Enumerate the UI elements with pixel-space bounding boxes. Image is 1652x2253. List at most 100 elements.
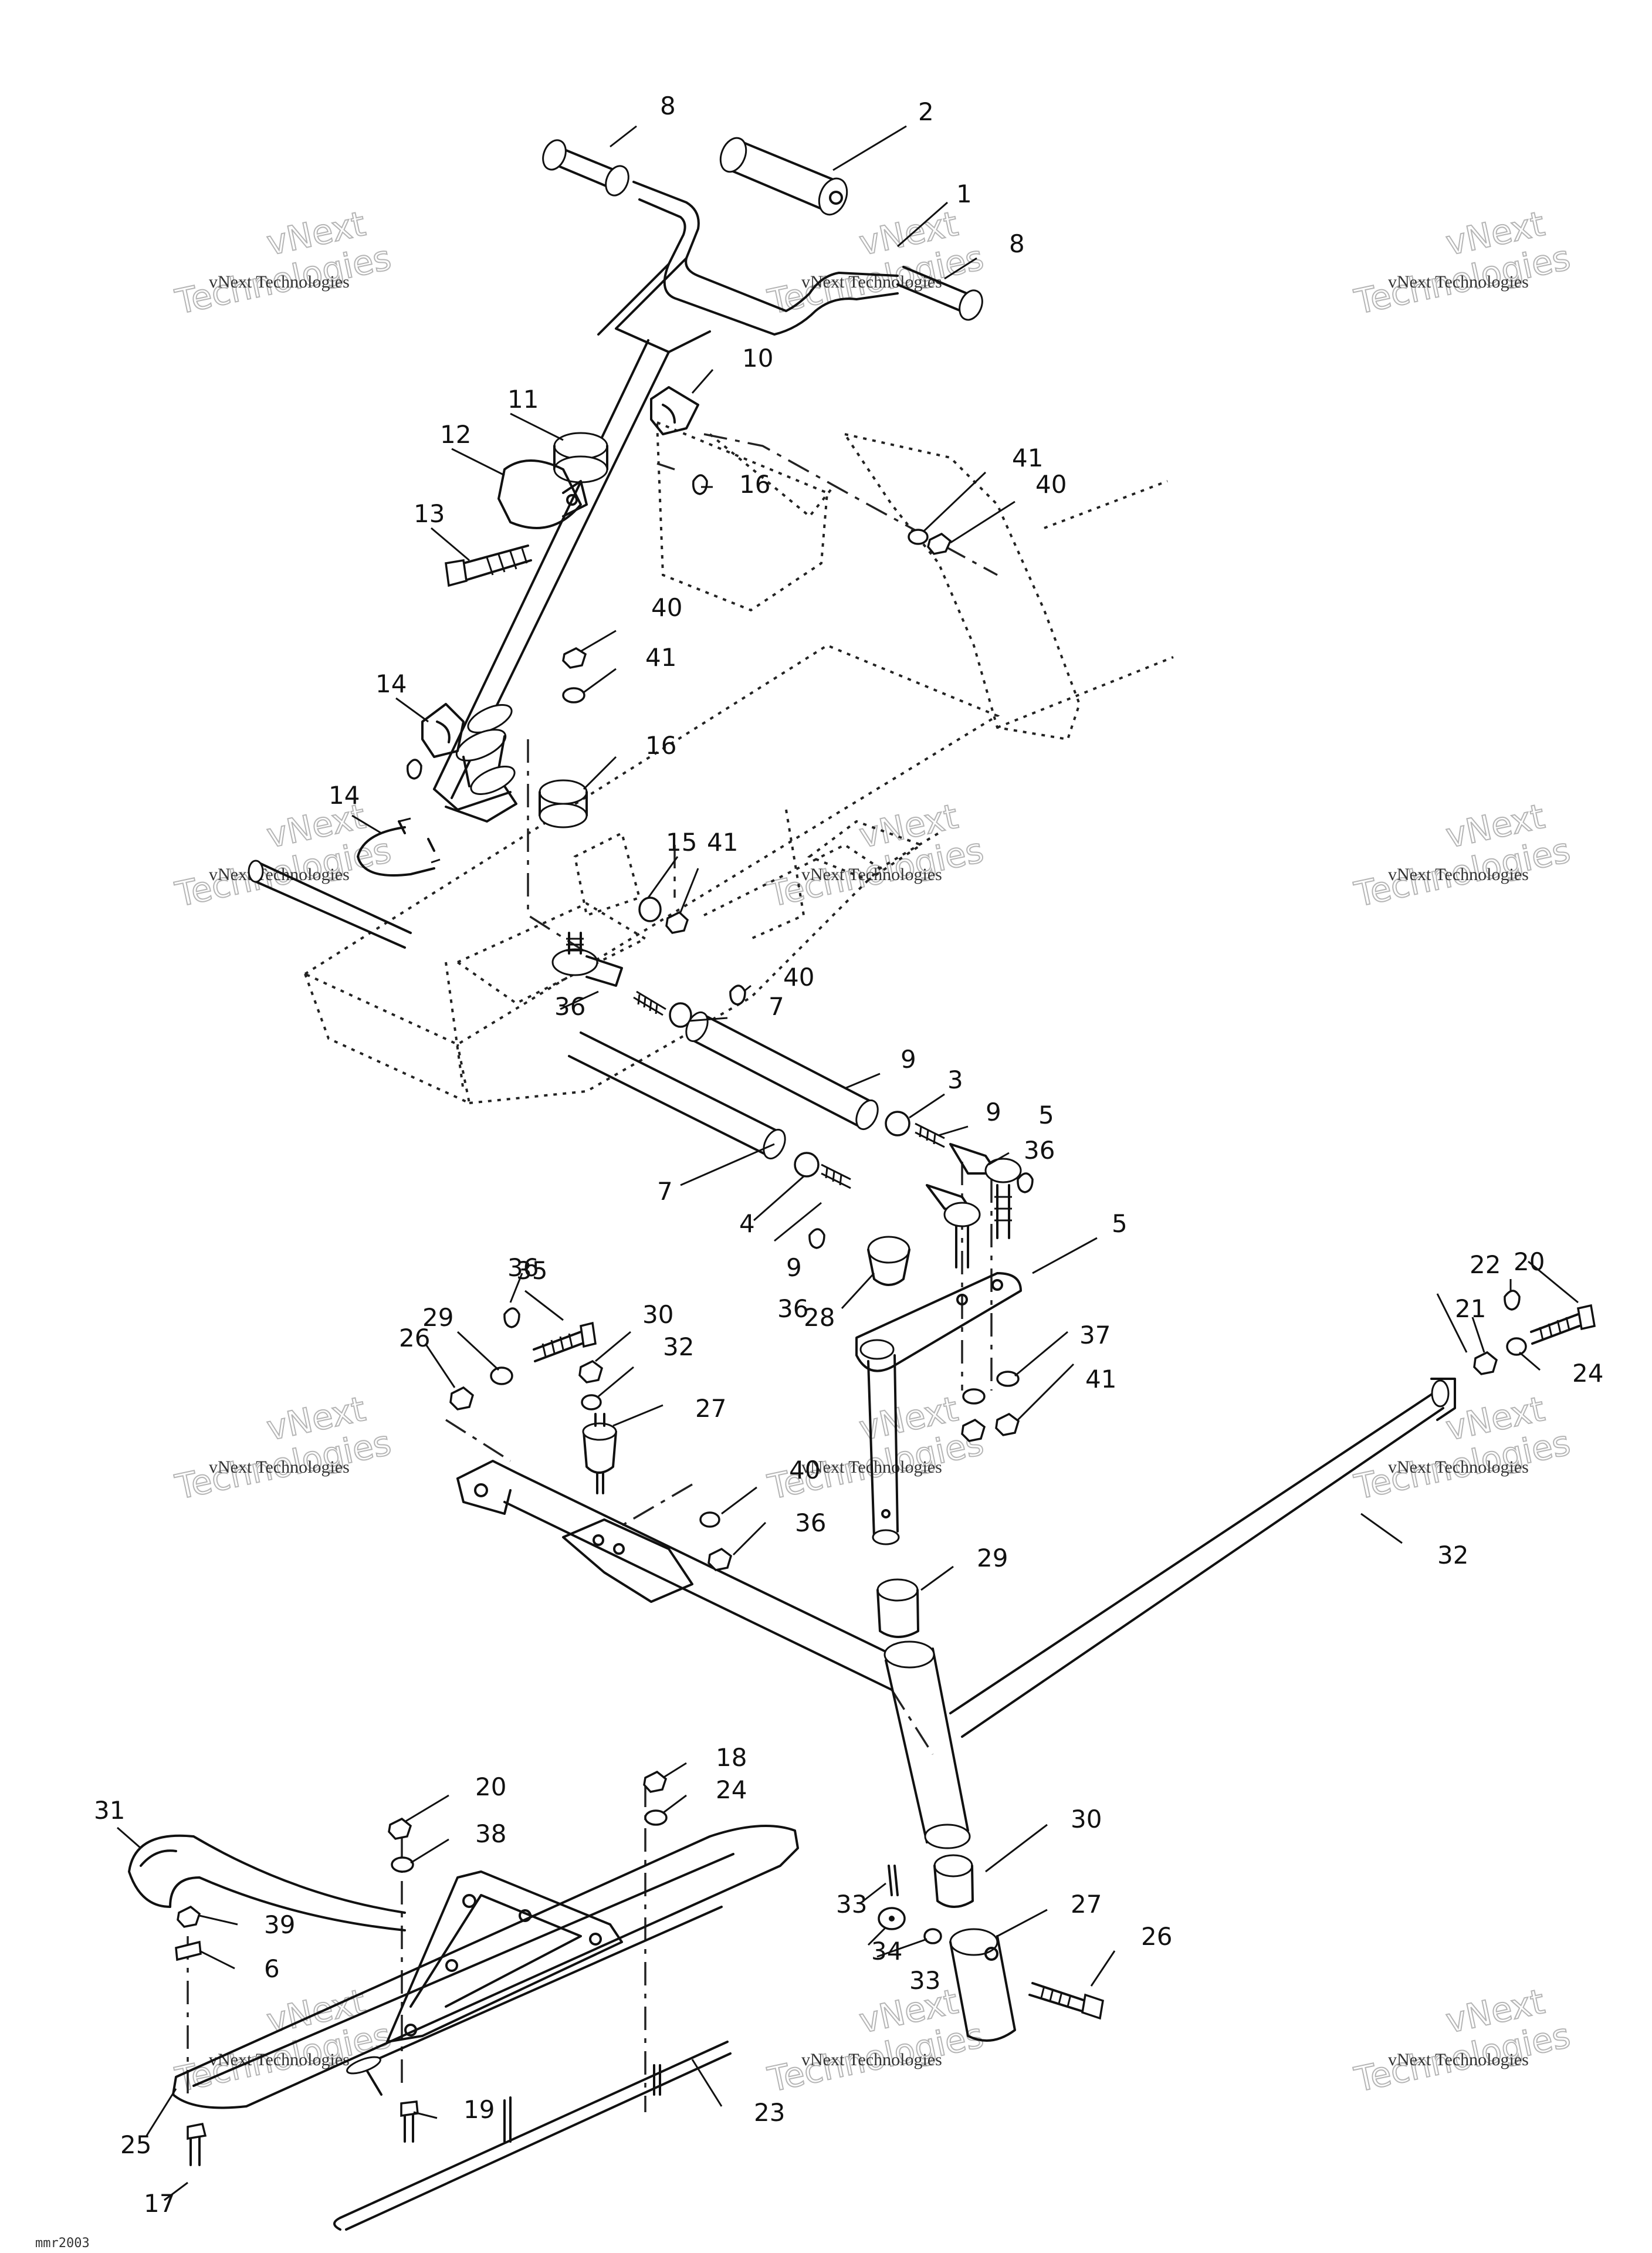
callout-5: 5 — [1038, 1101, 1054, 1129]
callout-12: 12 — [440, 420, 471, 449]
watermark-text: vNext Technologies — [209, 1457, 350, 1477]
bushing-half-14-upper — [421, 703, 465, 758]
clamp-10 — [650, 386, 699, 435]
mount-plate — [562, 1518, 693, 1603]
watermark-text: vNext Technologies — [1388, 1457, 1529, 1477]
ski-assembly — [128, 1770, 799, 2231]
callout-19: 19 — [463, 2095, 495, 2124]
grip-2 — [719, 137, 848, 216]
watermark-text: vNext Technologies — [801, 2050, 942, 2069]
jam-nut-9-upper — [633, 990, 692, 1028]
callout-24: 24 — [1572, 1359, 1603, 1388]
callout-20: 20 — [475, 1772, 506, 1801]
callout-40: 40 — [1035, 470, 1067, 499]
handlebar-1 — [597, 181, 899, 353]
bushing-half-14-lower — [539, 779, 588, 828]
callout-14: 14 — [375, 669, 407, 698]
callout-29: 29 — [977, 1544, 1008, 1572]
callout-7: 7 — [769, 992, 784, 1021]
hardware — [406, 474, 1596, 1571]
washer-6 — [923, 1928, 942, 1944]
callout-33: 33 — [836, 1890, 867, 1919]
callout-5: 5 — [1112, 1209, 1128, 1238]
callout-40: 40 — [789, 1456, 820, 1484]
steering-column — [433, 339, 670, 823]
leader-lines — [117, 125, 1579, 2201]
callout-20: 20 — [1514, 1247, 1545, 1276]
callout-34: 34 — [871, 1937, 902, 1966]
callout-7: 7 — [657, 1177, 673, 1206]
callout-2: 2 — [918, 97, 934, 126]
callout-26: 26 — [399, 1324, 430, 1352]
clamp-12 — [497, 459, 588, 529]
watermark-text: vNext Technologies — [1388, 272, 1529, 292]
watermark-text: vNext Technologies — [1388, 865, 1529, 884]
callout-31: 31 — [94, 1796, 125, 1825]
callout-1: 1 — [956, 180, 972, 208]
callout-21: 21 — [1455, 1294, 1486, 1323]
callout-36: 36 — [795, 1508, 826, 1537]
watermark-text: vNext Technologies — [209, 865, 350, 884]
callout-15: 15 — [666, 828, 697, 857]
grip-right-8 — [896, 266, 983, 321]
callout-38: 38 — [475, 1819, 506, 1848]
callout-41: 41 — [1085, 1365, 1116, 1393]
bolt-13 — [445, 544, 532, 587]
callout-30: 30 — [1071, 1805, 1102, 1833]
bar-lower-left — [248, 860, 412, 949]
callout-25: 25 — [120, 2130, 151, 2159]
callout-40: 40 — [783, 963, 814, 992]
u-bolt-15 — [357, 817, 441, 877]
callout-3: 3 — [947, 1065, 963, 1094]
callout-28: 28 — [804, 1303, 835, 1332]
watermark-text: vNext Technologies — [209, 272, 350, 292]
bushing-33-upper — [876, 1578, 919, 1638]
callout-14: 14 — [329, 781, 360, 810]
pin-38 — [888, 1865, 899, 1896]
cap-39 — [878, 1907, 906, 1930]
callout-41: 41 — [645, 643, 676, 672]
callout-36: 36 — [1024, 1136, 1055, 1165]
footer-code: mmr2003 — [35, 2236, 90, 2251]
callout-18: 18 — [716, 1743, 747, 1772]
callout-35: 35 — [516, 1256, 547, 1285]
rod-end-right-upper — [885, 1111, 1022, 1239]
handlebar-assembly — [248, 137, 983, 949]
callout-36: 36 — [554, 992, 585, 1021]
callout-13: 13 — [414, 499, 445, 528]
tube-3 — [685, 1011, 879, 1131]
frame-phantom — [302, 420, 1174, 1105]
crossmember-34 — [456, 1378, 1456, 1738]
callout-39: 39 — [264, 1910, 295, 1939]
callout-24: 24 — [716, 1775, 747, 1804]
callout-32: 32 — [1437, 1541, 1468, 1569]
callout-36: 36 — [777, 1294, 808, 1323]
callout-41: 41 — [707, 828, 738, 857]
callout-36: 36 — [507, 1253, 539, 1282]
callout-17: 17 — [144, 2189, 175, 2218]
tube-4 — [568, 1031, 786, 1160]
callout-8: 8 — [1009, 229, 1025, 258]
callout-8: 8 — [660, 92, 676, 120]
callout-27: 27 — [1071, 1890, 1102, 1919]
callout-32: 32 — [663, 1332, 694, 1361]
callout-27: 27 — [695, 1394, 726, 1423]
cap-37 — [867, 1236, 910, 1286]
watermark-text: vNext Technologies — [209, 2050, 350, 2069]
callout-41: 41 — [1012, 444, 1043, 472]
callout-23: 23 — [754, 2098, 785, 2127]
bushing-33-lower — [933, 1854, 974, 1908]
callout-40: 40 — [651, 593, 682, 622]
callout-9: 9 — [986, 1098, 1001, 1126]
grip-left-8 — [542, 139, 629, 197]
callout-9: 9 — [786, 1253, 802, 1282]
watermark-text: vNext Technologies — [801, 865, 942, 884]
